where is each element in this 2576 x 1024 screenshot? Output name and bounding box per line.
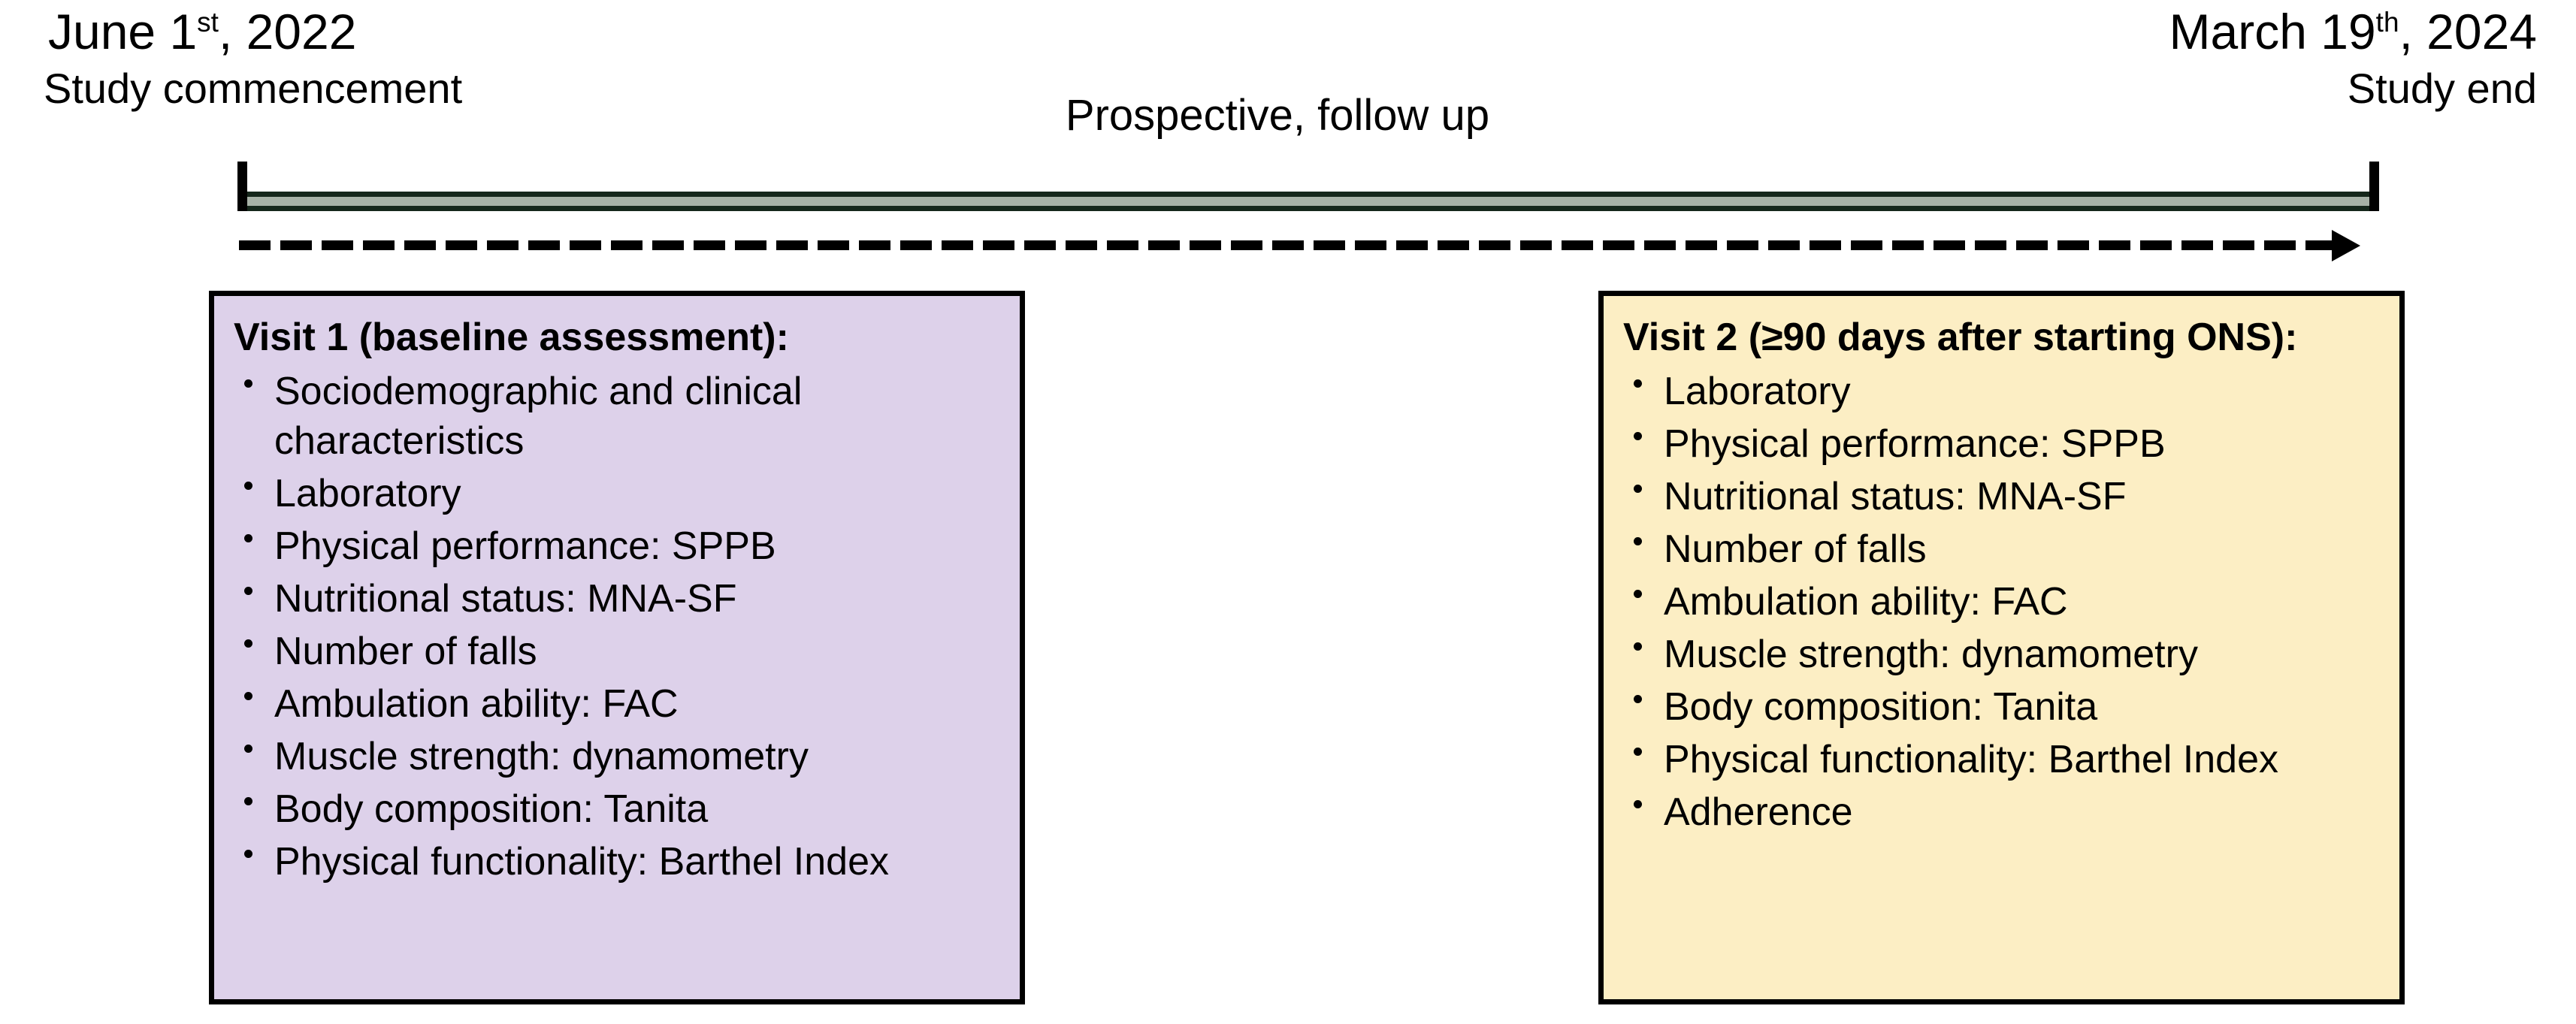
list-item-label: Nutritional status: MNA-SF <box>1664 475 2127 519</box>
list-item: Ambulation ability: FAC <box>1623 577 2380 627</box>
list-item-label: Number of falls <box>274 630 537 674</box>
list-item-label: Muscle strength: dynamometry <box>1664 633 2198 677</box>
followup-period-label: Prospective, follow up <box>1065 91 1490 140</box>
list-item: Laboratory <box>1623 367 2380 416</box>
list-item-label: Muscle strength: dynamometry <box>274 735 809 779</box>
study-end-date-prefix: March 19 <box>2169 4 2376 59</box>
bullet-icon <box>244 639 252 648</box>
list-item-label: Laboratory <box>1664 370 1851 414</box>
bullet-icon <box>244 797 252 806</box>
study-end-date: March 19th, 2024 <box>2169 4 2538 59</box>
bullet-icon <box>1634 537 1642 546</box>
list-item: Muscle strength: dynamometry <box>1623 630 2380 679</box>
bullet-icon <box>244 745 252 754</box>
list-item: Nutritional status: MNA-SF <box>1623 472 2380 521</box>
bullet-icon <box>244 692 252 701</box>
bullet-icon <box>1634 590 1642 599</box>
bullet-icon <box>1634 432 1642 441</box>
bullet-icon <box>1634 642 1642 651</box>
timeline-start-tick <box>237 162 247 211</box>
list-item: Number of falls <box>1623 524 2380 574</box>
list-item: Physical performance: SPPB <box>1623 419 2380 469</box>
bullet-icon <box>244 482 252 491</box>
dashed-arrow-line <box>239 240 2336 250</box>
list-item: Body composition: Tanita <box>234 784 1000 834</box>
list-item: Physical functionality: Barthel Index <box>1623 735 2380 784</box>
visit-2-title: Visit 2 (≥90 days after starting ONS): <box>1623 316 2298 359</box>
visit-1-title: Visit 1 (baseline assessment): <box>234 316 789 359</box>
bullet-icon <box>244 587 252 596</box>
list-item-label: Body composition: Tanita <box>1664 685 2098 729</box>
list-item: Laboratory <box>234 469 1000 518</box>
bullet-icon <box>1634 748 1642 757</box>
study-end-date-suffix: , 2024 <box>2399 4 2538 59</box>
list-item-label: Adherence <box>1664 790 1853 835</box>
list-item: Adherence <box>1623 787 2380 837</box>
list-item-label: Nutritional status: MNA-SF <box>274 577 737 621</box>
bullet-icon <box>244 534 252 543</box>
study-start-date-prefix: June 1 <box>48 4 198 59</box>
list-item-label: Ambulation ability: FAC <box>1664 580 2068 624</box>
list-item: Number of falls <box>234 627 1000 676</box>
list-item-label: Ambulation ability: FAC <box>274 682 679 726</box>
bullet-icon <box>244 850 252 859</box>
visit-2-box: Visit 2 (≥90 days after starting ONS): L… <box>1598 291 2405 1004</box>
study-start-date-suffix: , 2022 <box>218 4 357 59</box>
study-start-label: June 1st, 2022 Study commencement <box>44 4 463 112</box>
list-item: Nutritional status: MNA-SF <box>234 574 1000 624</box>
study-end-date-ordinal: th <box>2375 7 2399 38</box>
list-item: Ambulation ability: FAC <box>234 679 1000 729</box>
bullet-icon <box>1634 379 1642 388</box>
list-item-label: Number of falls <box>1664 527 1927 572</box>
study-start-date-ordinal: st <box>197 7 219 38</box>
bullet-icon <box>1634 485 1642 494</box>
list-item-label: Physical performance: SPPB <box>1664 422 2166 467</box>
list-item: Muscle strength: dynamometry <box>234 732 1000 781</box>
bullet-icon <box>1634 695 1642 704</box>
timeline-bar <box>239 192 2379 211</box>
list-item-label: Laboratory <box>274 472 461 516</box>
list-item: Body composition: Tanita <box>1623 682 2380 732</box>
study-start-caption: Study commencement <box>44 64 463 112</box>
study-end-label: March 19th, 2024 Study end <box>2169 4 2538 112</box>
bullet-icon <box>244 379 252 388</box>
bullet-icon <box>1634 800 1642 809</box>
study-end-caption: Study end <box>2347 64 2537 112</box>
list-item: Sociodemographic and clinical characteri… <box>234 367 1000 466</box>
list-item-label: Physical performance: SPPB <box>274 524 776 569</box>
list-item-label: Body composition: Tanita <box>274 787 709 832</box>
arrow-head-icon <box>2332 230 2360 261</box>
study-start-date: June 1st, 2022 <box>44 4 462 59</box>
visit-1-box: Visit 1 (baseline assessment): Sociodemo… <box>209 291 1025 1004</box>
list-item: Physical performance: SPPB <box>234 521 1000 571</box>
list-item-label: Physical functionality: Barthel Index <box>1664 738 2278 782</box>
list-item-label: Physical functionality: Barthel Index <box>274 840 889 884</box>
list-item-label: Sociodemographic and clinical characteri… <box>274 370 803 464</box>
list-item: Physical functionality: Barthel Index <box>234 837 1000 887</box>
visit-1-assessment-list: Sociodemographic and clinical characteri… <box>234 367 1000 887</box>
visit-2-assessment-list: Laboratory Physical performance: SPPB Nu… <box>1623 367 2380 837</box>
timeline-end-tick <box>2369 162 2379 211</box>
